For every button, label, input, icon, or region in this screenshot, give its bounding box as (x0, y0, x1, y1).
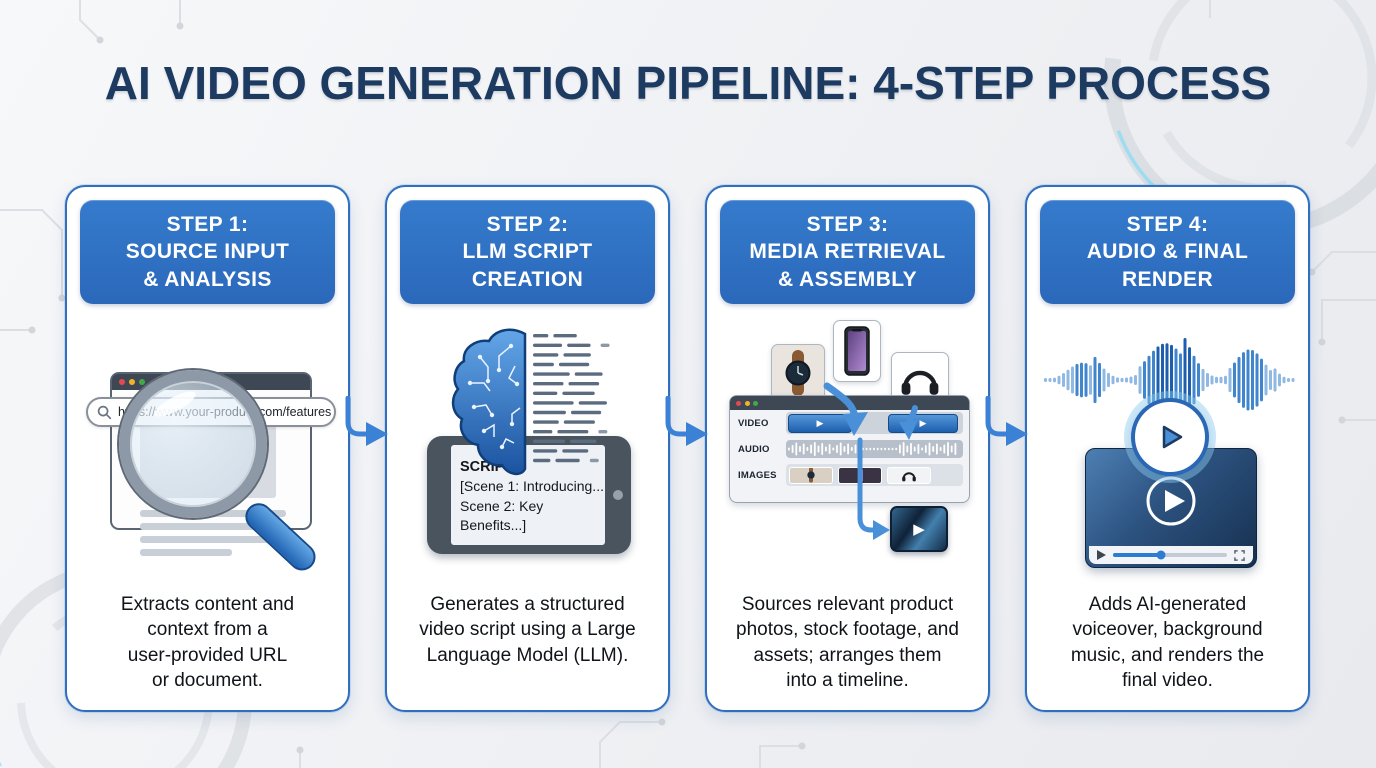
audio-waveform-icon (1044, 337, 1295, 423)
step-4-illustration (1027, 306, 1308, 578)
player-controls (1089, 546, 1253, 564)
minimize-window-icon (129, 379, 135, 385)
headphones-icon (901, 370, 939, 395)
phone-photo-thumbnail (833, 320, 881, 382)
step-2-card: STEP 2: LLM SCRIPT CREATION SCRIPT: [Sce… (385, 185, 670, 712)
step-1-illustration: https://www.your-product.com/features (67, 306, 348, 578)
phone-mini-thumb (838, 466, 882, 484)
headphones-mini-thumb (887, 466, 931, 484)
text-line-placeholder (140, 549, 232, 556)
progress-handle (1156, 550, 1166, 560)
step-2-illustration: SCRIPT: [Scene 1: Introducing... Scene 2… (387, 306, 668, 578)
step-1-description: Extracts content and context from a user… (120, 594, 295, 691)
watch-icon (785, 350, 811, 396)
search-icon (97, 405, 112, 419)
step-4-card: STEP 4: AUDIO & FINAL RENDER (1025, 185, 1310, 712)
text-line-placeholder (140, 523, 278, 530)
step-3-description: Sources relevant product photos, stock f… (736, 594, 959, 691)
video-clip: ▶ (788, 413, 852, 433)
fullscreen-icon (1234, 549, 1245, 561)
close-window-icon (119, 379, 125, 385)
audio-track-label: AUDIO (738, 443, 770, 455)
minimize-window-icon (744, 400, 750, 406)
watch-photo-thumbnail (771, 344, 825, 402)
page-title: AI VIDEO GENERATION PIPELINE: 4-STEP PRO… (104, 57, 1272, 109)
video-track: ▶ ▶ (786, 412, 963, 434)
timeline-title-bar (730, 396, 969, 410)
step-1-header: STEP 1: SOURCE INPUT & ANALYSIS (80, 200, 335, 304)
step-4-header: STEP 4: AUDIO & FINAL RENDER (1040, 200, 1295, 304)
text-line-placeholder (140, 536, 282, 543)
step-3-header: STEP 3: MEDIA RETRIEVAL & ASSEMBLY (720, 200, 975, 304)
pipeline-steps: STEP 1: SOURCE INPUT & ANALYSIS (65, 185, 1311, 712)
images-track-label: IMAGES (738, 469, 777, 481)
step-3-illustration: VIDEO ▶ ▶ AUDIO IMAGES (707, 306, 988, 578)
audio-track-row: AUDIO (730, 436, 969, 462)
audio-waveform-icon (788, 442, 957, 456)
flow-arrow-icon (665, 396, 708, 446)
text-dashes (533, 334, 610, 463)
progress-fill (1113, 553, 1161, 557)
phone-icon (844, 326, 870, 376)
tablet-home-button (613, 490, 623, 500)
step-2-description: Generates a structured video script usin… (419, 594, 636, 666)
images-track-row: IMAGES (730, 462, 969, 488)
timeline-editor-window: VIDEO ▶ ▶ AUDIO IMAGES (729, 395, 970, 503)
circuit-brain-icon (451, 328, 610, 476)
magnifier-icon (119, 370, 267, 518)
play-badge-icon (1131, 398, 1209, 476)
progress-bar (1113, 550, 1227, 560)
step-4-description: Adds AI-generated voiceover, background … (1070, 594, 1265, 691)
watch-mini-thumb (789, 466, 833, 484)
video-track-label: VIDEO (738, 417, 769, 429)
magnifier-shine (151, 387, 199, 421)
audio-track (786, 440, 963, 458)
flow-arrow-icon (345, 396, 388, 446)
maximize-window-icon (753, 400, 758, 406)
maximize-window-icon (139, 379, 145, 385)
images-track (786, 464, 963, 486)
rendered-clip-thumbnail: ▶ (890, 506, 948, 552)
play-icon (1097, 550, 1106, 560)
video-track-row: VIDEO ▶ ▶ (730, 410, 969, 436)
script-body: [Scene 1: Introducing... Scene 2: Key Be… (460, 478, 604, 534)
play-button-icon (1146, 476, 1196, 526)
step-1-card: STEP 1: SOURCE INPUT & ANALYSIS (65, 185, 350, 712)
tablet-device: SCRIPT: [Scene 1: Introducing... Scene 2… (427, 436, 631, 554)
video-clip: ▶ (888, 413, 958, 433)
flow-arrow-icon (985, 396, 1028, 446)
close-window-icon (736, 400, 741, 406)
step-3-card: STEP 3: MEDIA RETRIEVAL & ASSEMBLY (705, 185, 990, 712)
step-2-header: STEP 2: LLM SCRIPT CREATION (400, 200, 655, 304)
